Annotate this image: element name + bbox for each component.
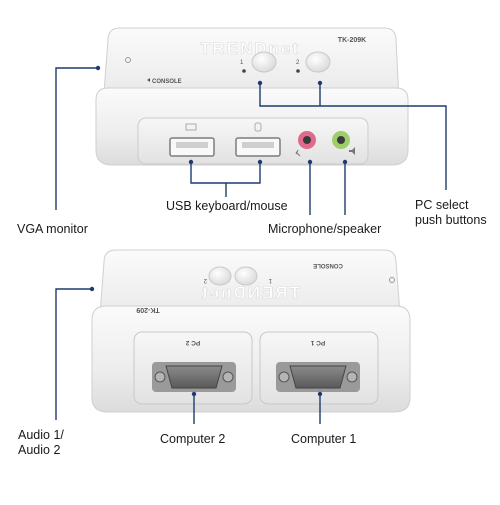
console-arrow-icon <box>147 78 150 82</box>
device-front-view: TRENDnet TK-209K CONSOLE 1 2 <box>95 27 409 166</box>
usb-port-mouse-tongue <box>242 142 274 148</box>
console-label-rear: CONSOLE <box>313 262 343 268</box>
vga-screw-right-icon <box>222 371 234 383</box>
vga-screw-left-icon <box>278 371 290 383</box>
vga-monitor-callout-label: VGA monitor <box>17 222 88 236</box>
usb-callout-label: USB keyboard/mouse <box>166 199 288 213</box>
device-rear-view: TRENDnet TK-209 CONSOLE 2 1 PC 2 PC 1 <box>91 249 411 413</box>
rear-button-1-number: 1 <box>268 277 272 283</box>
model-label-front: TK-209K <box>338 37 366 44</box>
pc2-label: PC 2 <box>185 339 200 346</box>
audio-callout-label: Audio 1/ Audio 2 <box>18 428 64 458</box>
model-label-rear: TK-209 <box>136 306 159 313</box>
microphone-jack-hole <box>303 136 311 144</box>
callout-line-vga <box>55 67 98 210</box>
console-label-front: CONSOLE <box>152 79 182 85</box>
callout-lines-bottom <box>55 288 321 424</box>
brand-emboss-rear-group: TRENDnet <box>200 283 301 303</box>
rear-button-1 <box>234 266 258 286</box>
computer2-callout-label: Computer 2 <box>160 432 226 446</box>
microphone-icon <box>295 149 301 157</box>
microphone-callout-label: Microphone/speaker <box>268 222 382 236</box>
callout-dots-top <box>95 65 348 165</box>
audio-line2: Audio 2 <box>18 443 61 457</box>
rear-led-icon <box>389 277 395 283</box>
callout-lines-top <box>55 67 447 215</box>
pc-select-button-2[interactable] <box>305 51 331 73</box>
led-icon <box>125 57 131 63</box>
mouse-icon <box>254 122 262 132</box>
rear-button-2-number: 2 <box>203 277 207 283</box>
rear-button-2 <box>208 266 232 286</box>
pc1-label: PC 1 <box>310 339 325 346</box>
callout-line-pc-select <box>259 83 447 190</box>
audio-line1: Audio 1/ <box>18 428 64 442</box>
button-1-number: 1 <box>240 60 244 66</box>
led-1-icon <box>242 69 246 73</box>
console-label-rear-group: CONSOLE <box>313 262 343 268</box>
speaker-jack-hole <box>337 136 345 144</box>
brand-emboss: TRENDnet <box>200 39 300 58</box>
pc1-label-group: PC 1 <box>310 339 325 346</box>
computer1-callout-label: Computer 1 <box>291 432 357 446</box>
brand-emboss-rear: TRENDnet <box>200 283 300 302</box>
button-2-number: 2 <box>296 60 300 66</box>
pc2-label-group: PC 2 <box>185 339 200 346</box>
pc-select-callout-label: PC select push buttons <box>415 198 487 228</box>
vga-screw-left-icon <box>154 371 166 383</box>
callout-line-audio <box>55 288 92 420</box>
vga-port-pc2[interactable] <box>152 362 236 392</box>
pc-select-line2: push buttons <box>415 213 487 227</box>
vga-port-pc1[interactable] <box>276 362 360 392</box>
model-label-rear-group: TK-209 <box>136 306 159 313</box>
pc-select-line1: PC select <box>415 198 469 212</box>
led-2-icon <box>296 69 300 73</box>
usb-port-keyboard-tongue <box>176 142 208 148</box>
speaker-icon <box>349 147 355 155</box>
vga-screw-right-icon <box>346 371 358 383</box>
keyboard-icon <box>185 123 197 131</box>
pc-select-button-1[interactable] <box>251 51 277 73</box>
callout-dots-bottom <box>89 286 323 397</box>
